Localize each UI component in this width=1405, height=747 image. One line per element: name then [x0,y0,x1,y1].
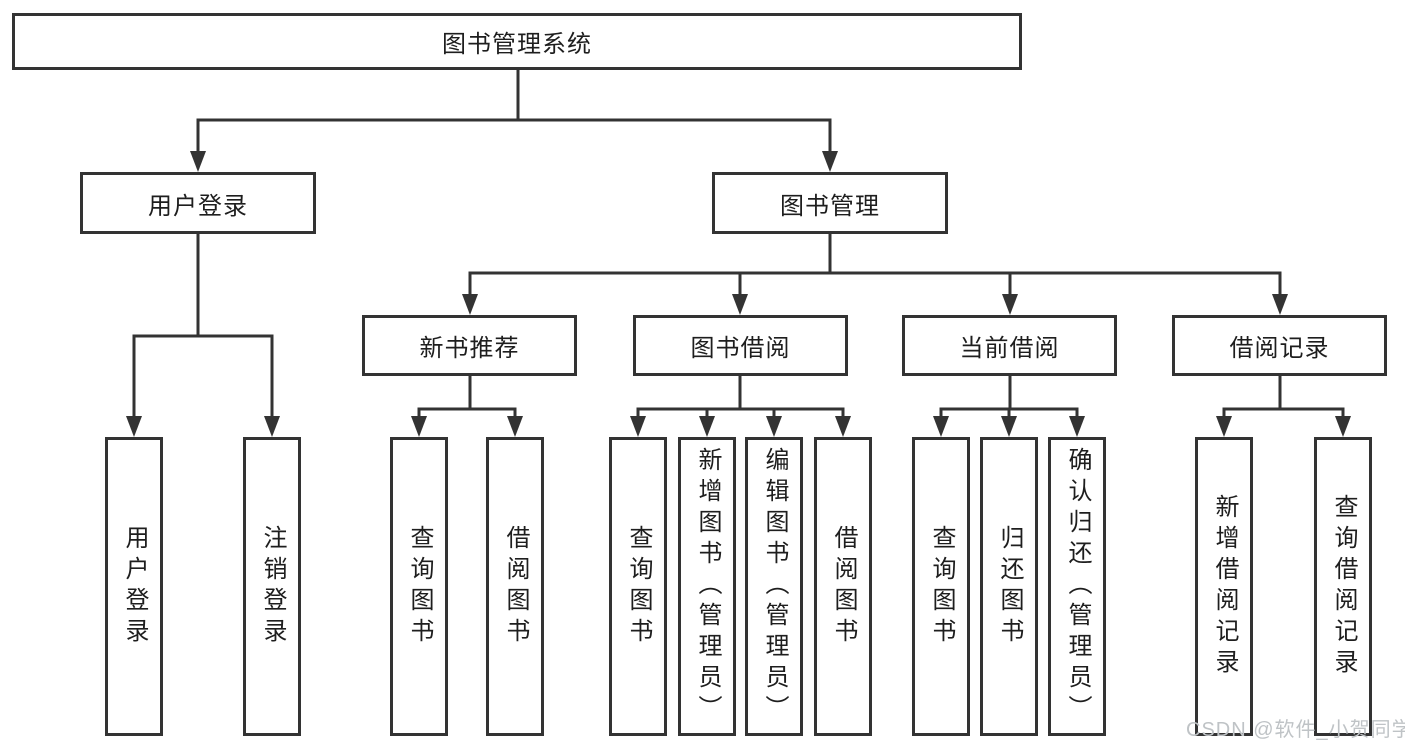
node-root-label: 图书管理系统 [442,31,592,58]
leaf-records-query-borrow-record-label: 查询借阅记录 [1330,493,1357,680]
leaf-borrowing-edit-books-admin: 编辑图书（管理员） [745,437,803,736]
leaf-borrowing-edit-books-admin-label: 编辑图书（管理员） [761,447,788,726]
leaf-borrowing-query-books-label: 查询图书 [625,524,652,649]
connector-new-book-to-leaves [411,376,523,437]
connector-book-mgmt-to-level3 [462,234,1288,315]
leaf-logout-label: 注销登录 [259,524,286,649]
leaf-user-login-label: 用户登录 [121,524,148,649]
node-user-login-label: 用户登录 [148,192,248,220]
node-book-management-label: 图书管理 [780,192,880,220]
leaf-current-query-books: 查询图书 [912,437,970,736]
connector-borrow-records-to-leaves [1216,376,1351,437]
node-new-book-recommend: 新书推荐 [362,315,577,376]
leaf-current-query-books-label: 查询图书 [928,524,955,649]
node-borrowing-records: 借阅记录 [1172,315,1387,376]
node-book-borrowing-label: 图书借阅 [690,335,791,362]
leaf-newbook-borrow-books-label: 借阅图书 [502,524,529,649]
leaf-user-login: 用户登录 [105,437,163,736]
leaf-newbook-borrow-books: 借阅图书 [486,437,544,736]
connector-book-borrow-to-leaves [630,376,851,437]
node-user-login: 用户登录 [80,172,316,234]
node-new-book-recommend-label: 新书推荐 [419,335,520,362]
leaf-newbook-query-books: 查询图书 [390,437,448,736]
leaf-borrowing-add-books-admin-label: 新增图书（管理员） [694,447,721,726]
leaf-records-add-borrow-record: 新增借阅记录 [1195,437,1253,736]
node-current-borrowing-label: 当前借阅 [959,335,1060,362]
leaf-logout: 注销登录 [243,437,301,736]
leaf-current-confirm-return-admin: 确认归还（管理员） [1048,437,1106,736]
node-current-borrowing: 当前借阅 [902,315,1117,376]
node-borrowing-records-label: 借阅记录 [1229,335,1330,362]
connector-current-borrow-to-leaves [933,376,1085,437]
leaf-borrowing-borrow-books-label: 借阅图书 [830,524,857,649]
leaf-borrowing-add-books-admin: 新增图书（管理员） [678,437,736,736]
leaf-borrowing-borrow-books: 借阅图书 [814,437,872,736]
leaf-records-query-borrow-record: 查询借阅记录 [1314,437,1372,736]
leaf-current-return-books-label: 归还图书 [996,524,1023,649]
leaf-current-confirm-return-admin-label: 确认归还（管理员） [1064,447,1091,726]
leaf-newbook-query-books-label: 查询图书 [406,524,433,649]
node-root: 图书管理系统 [12,13,1022,70]
node-book-management: 图书管理 [712,172,948,234]
connector-root-to-level2 [190,70,838,172]
node-book-borrowing: 图书借阅 [633,315,848,376]
leaf-borrowing-query-books: 查询图书 [609,437,667,736]
csdn-watermark: CSDN @软件_小贺同学 [1186,719,1405,741]
leaf-records-add-borrow-record-label: 新增借阅记录 [1211,493,1238,680]
leaf-current-return-books: 归还图书 [980,437,1038,736]
connector-user-login-to-leaves [126,234,280,437]
